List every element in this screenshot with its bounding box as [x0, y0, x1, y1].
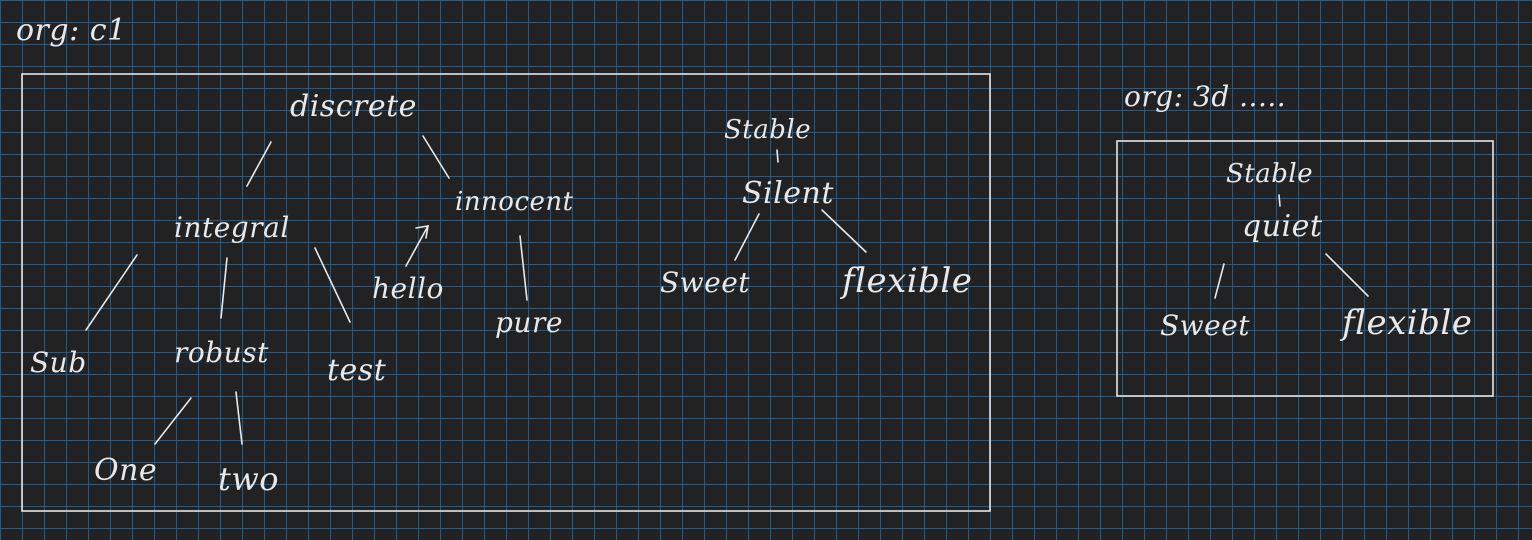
edge-stable-quiet [1278, 194, 1281, 207]
node-flexible-right: flexible [1339, 303, 1472, 343]
edge-discrete-integral [246, 141, 272, 187]
node-flexible-mid: flexible [839, 261, 972, 301]
node-sub: Sub [30, 346, 87, 379]
node-hello: hello [372, 272, 444, 305]
edge-quiet-flexible [1325, 253, 1369, 297]
org-3d-label: org: 3d ..... [1124, 80, 1286, 113]
edge-robust-two [235, 391, 243, 445]
edge-innocent-hello-arrowhead [415, 225, 429, 239]
node-sweet-right: Sweet [1160, 309, 1250, 342]
node-one: One [94, 453, 157, 488]
node-robust: robust [174, 336, 269, 369]
edge-stable-silent [776, 149, 779, 163]
node-quiet: quiet [1242, 209, 1323, 244]
edge-robust-one [154, 397, 192, 445]
node-pure: pure [495, 306, 563, 339]
edge-innocent-pure [519, 235, 528, 301]
org-c1-label: org: c1 [16, 13, 127, 48]
node-discrete: discrete [290, 89, 417, 124]
node-silent: Silent [742, 176, 834, 211]
node-test: test [327, 353, 387, 388]
edge-integral-robust [220, 257, 228, 319]
node-integral: integral [174, 211, 290, 244]
edge-innocent-hello [405, 225, 429, 267]
node-stable-right: Stable [1226, 159, 1313, 189]
edge-silent-sweet [734, 213, 760, 261]
edge-quiet-sweet [1214, 263, 1225, 299]
edge-integral-test [314, 247, 351, 323]
edge-discrete-innocent [422, 135, 450, 179]
node-stable-mid: Stable [724, 115, 811, 145]
node-innocent: innocent [455, 187, 574, 217]
edge-silent-flexible [821, 209, 867, 253]
node-two: two [218, 460, 279, 498]
node-sweet-mid: Sweet [660, 266, 750, 299]
org-3d-frame [1116, 140, 1494, 397]
org-c1-frame [21, 73, 991, 512]
edge-integral-sub [85, 254, 138, 331]
